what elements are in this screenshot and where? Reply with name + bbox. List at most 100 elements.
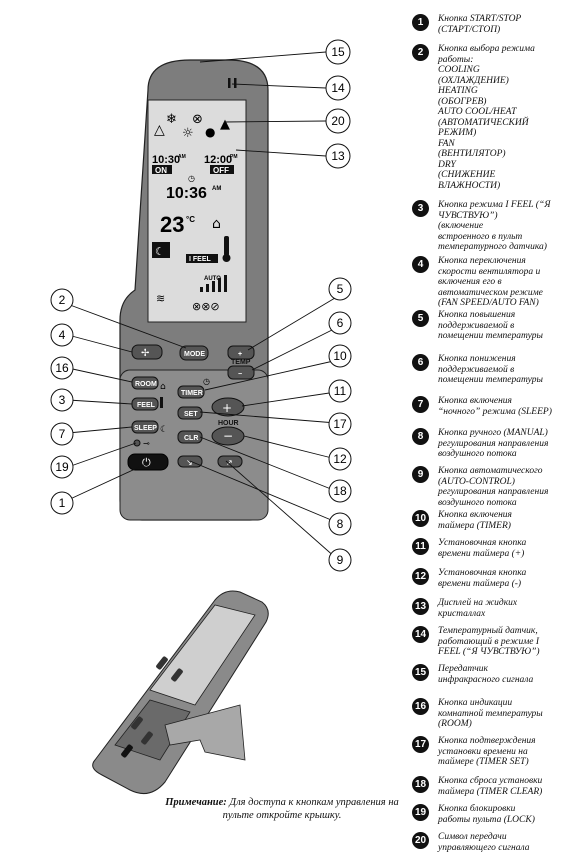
legend-line: времени таймера (-) — [438, 579, 562, 590]
legend-line: (СТАРТ/СТОП) — [438, 25, 562, 36]
legend-line: COOLING — [438, 65, 562, 76]
legend-number: 16 — [412, 698, 429, 715]
legend-line: AUTO COOL/HEAT — [438, 107, 562, 118]
legend-number: 12 — [412, 568, 429, 585]
sleep-button-moon-icon: ☾ — [160, 425, 168, 435]
legend-line: Передатчик — [438, 664, 562, 675]
legend-line: (ROOM) — [438, 719, 562, 730]
legend-line: (АВТОМАТИЧЕСКИЙ — [438, 118, 562, 129]
mode-heat-icon: ☼ — [182, 126, 194, 141]
legend-line: Кнопка автоматического — [438, 466, 562, 477]
legend-description: Кнопка автоматического(AUTO-CONTROL)регу… — [438, 466, 562, 508]
sleep-moon-icon: ☾ — [155, 245, 165, 258]
callout-10: 10 — [333, 349, 347, 363]
off-indicator: OFF — [213, 166, 229, 175]
legend-line: РЕЖИМ) — [438, 128, 562, 139]
legend-number: 14 — [412, 626, 429, 643]
legend-description: Кнопка включения“ночного” режима (SLEEP) — [438, 396, 562, 417]
legend-number: 5 — [412, 310, 429, 327]
room-house-icon: ⌂ — [212, 216, 221, 232]
legend-line: (ОБОГРЕВ) — [438, 97, 562, 108]
callout-12: 12 — [333, 452, 347, 466]
legend-line: Кнопка понижения — [438, 354, 562, 365]
legend-number: 17 — [412, 736, 429, 753]
legend-line: помещении температуры — [438, 331, 562, 342]
louver-icon: ≋ — [156, 292, 165, 305]
legend-line: Кнопка блокировки — [438, 804, 562, 815]
mode-auto-icon: △ — [154, 122, 165, 138]
legend-description: Температурный датчик,работающий в режиме… — [438, 626, 562, 658]
lock-key-icon: ⊸ — [143, 439, 150, 448]
legend-line: воздушного потока — [438, 498, 562, 509]
set-temperature: 23 — [160, 212, 184, 237]
legend-line: работающий в режиме I — [438, 637, 562, 648]
legend-line: DRY — [438, 160, 562, 171]
clock-icon: ◷ — [188, 174, 195, 183]
legend-number: 6 — [412, 354, 429, 371]
callout-14: 14 — [331, 81, 345, 95]
legend-number: 9 — [412, 466, 429, 483]
timer-clock-icon: ◷ — [203, 377, 210, 386]
legend-number: 4 — [412, 256, 429, 273]
legend-line: скорости вентилятора и — [438, 267, 562, 278]
callout-17: 17 — [333, 417, 347, 431]
legend-line: таймере (TIMER SET) — [438, 757, 562, 768]
clock-time: 10:36 — [166, 185, 207, 202]
legend-number: 15 — [412, 664, 429, 681]
legend-line: (СНИЖЕНИЕ — [438, 170, 562, 181]
timer-on-time: 10:30 — [152, 154, 180, 166]
ifeel-button-label: FEEL — [137, 402, 156, 409]
hour-up-icon: + — [222, 401, 232, 415]
temperature-unit: °C — [186, 215, 195, 224]
legend-number: 10 — [412, 510, 429, 527]
fan-speed-bar — [206, 284, 209, 292]
mode-cool-icon: ❄ — [166, 112, 177, 127]
callout-1: 1 — [59, 496, 66, 510]
legend-line: регулирования направления — [438, 487, 562, 498]
legend-line: кристаллах — [438, 609, 562, 620]
callout-13: 13 — [331, 149, 345, 163]
legend-line: управляющего сигнала — [438, 843, 562, 853]
legend-line: инфракрасного сигнала — [438, 675, 562, 686]
legend-line: Кнопка START/STOP — [438, 14, 562, 25]
legend-line: Кнопка включения — [438, 396, 562, 407]
legend-line: ВЛАЖНОСТИ) — [438, 181, 562, 192]
legend-line: (включение — [438, 221, 562, 232]
mode-dry-icon: ● — [205, 125, 215, 139]
legend-line: помещении температуры — [438, 375, 562, 386]
note: Примечание: Для доступа к кнопкам управл… — [162, 797, 402, 822]
temp-up-label: + — [238, 351, 242, 358]
callout-7: 7 — [59, 427, 66, 441]
mode-button-label: MODE — [184, 351, 205, 358]
callout-6: 6 — [337, 316, 344, 330]
callout-3: 3 — [59, 393, 66, 407]
remote-open-cover-view — [93, 591, 269, 794]
thermometer-bulb — [223, 254, 231, 262]
fan-speed-icons: ⊗⊗⊘ — [192, 300, 220, 313]
legend-line: Дисплей на жидких — [438, 598, 562, 609]
room-button-house-icon: ⌂ — [160, 382, 166, 392]
callout-20: 20 — [331, 114, 345, 128]
ifeel-indicator: I FEEL — [189, 256, 212, 263]
legend-line: (FAN SPEED/AUTO FAN) — [438, 298, 562, 309]
legend-line: воздушного потока — [438, 449, 562, 460]
legend-number: 1 — [412, 14, 429, 31]
legend-line: HEATING — [438, 86, 562, 97]
fan-speed-bar — [218, 278, 221, 292]
power-icon: ⏻ — [142, 456, 151, 469]
legend-line: Кнопка переключения — [438, 256, 562, 267]
clock-ampm: AM — [212, 186, 221, 192]
timer-on-ampm: AM — [178, 154, 186, 160]
legend-line: (ВЕНТИЛЯТОР) — [438, 149, 562, 160]
